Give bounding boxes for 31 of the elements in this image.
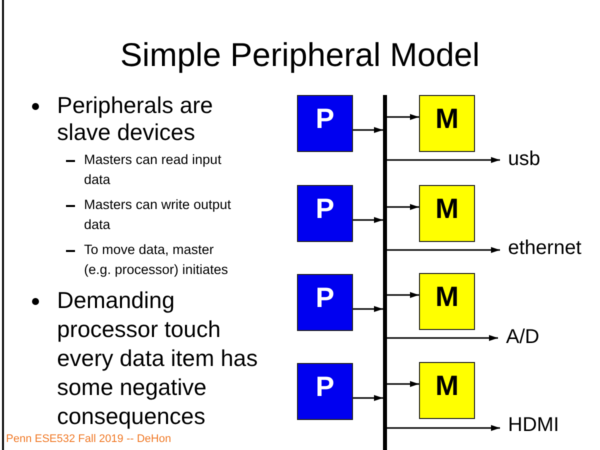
interface-label: ethernet bbox=[508, 236, 582, 260]
sub-bullet-text: Masters can write output data bbox=[84, 196, 232, 234]
sub-bullet-text: To move data, master (e.g. processor) initiates bbox=[84, 241, 230, 279]
arrow bbox=[353, 395, 383, 401]
arrow bbox=[387, 247, 500, 253]
slide-title: Simple Peripheral Model bbox=[119, 36, 481, 74]
arrow bbox=[353, 306, 383, 312]
interface-label: HDMI bbox=[508, 413, 560, 437]
peripheral-box: P bbox=[297, 363, 353, 420]
peripheral-box: P bbox=[297, 95, 353, 152]
master-box: M bbox=[419, 185, 475, 242]
arrow bbox=[387, 157, 500, 163]
arrow bbox=[353, 217, 383, 223]
arrow bbox=[387, 425, 500, 431]
master-box: M bbox=[419, 273, 475, 330]
bullet-text: Peripherals are slave devices bbox=[57, 92, 214, 146]
arrow bbox=[387, 292, 419, 298]
sub-bullet-text: Masters can read input data bbox=[84, 151, 222, 189]
arrow bbox=[353, 127, 383, 133]
arrow bbox=[387, 114, 419, 120]
interface-label: usb bbox=[508, 147, 540, 171]
master-box: M bbox=[419, 95, 475, 152]
peripheral-box: P bbox=[297, 185, 353, 242]
footer-text: Penn ESE532 Fall 2019 -- DeHon bbox=[6, 433, 172, 446]
arrow bbox=[387, 335, 498, 341]
arrow bbox=[387, 381, 419, 387]
peripheral-box: P bbox=[297, 274, 353, 331]
bullet-text: Demanding processor touch every data item has some negative consequences bbox=[57, 286, 259, 431]
master-box: M bbox=[419, 362, 475, 419]
arrow bbox=[387, 204, 419, 210]
interface-label: A/D bbox=[506, 325, 540, 349]
